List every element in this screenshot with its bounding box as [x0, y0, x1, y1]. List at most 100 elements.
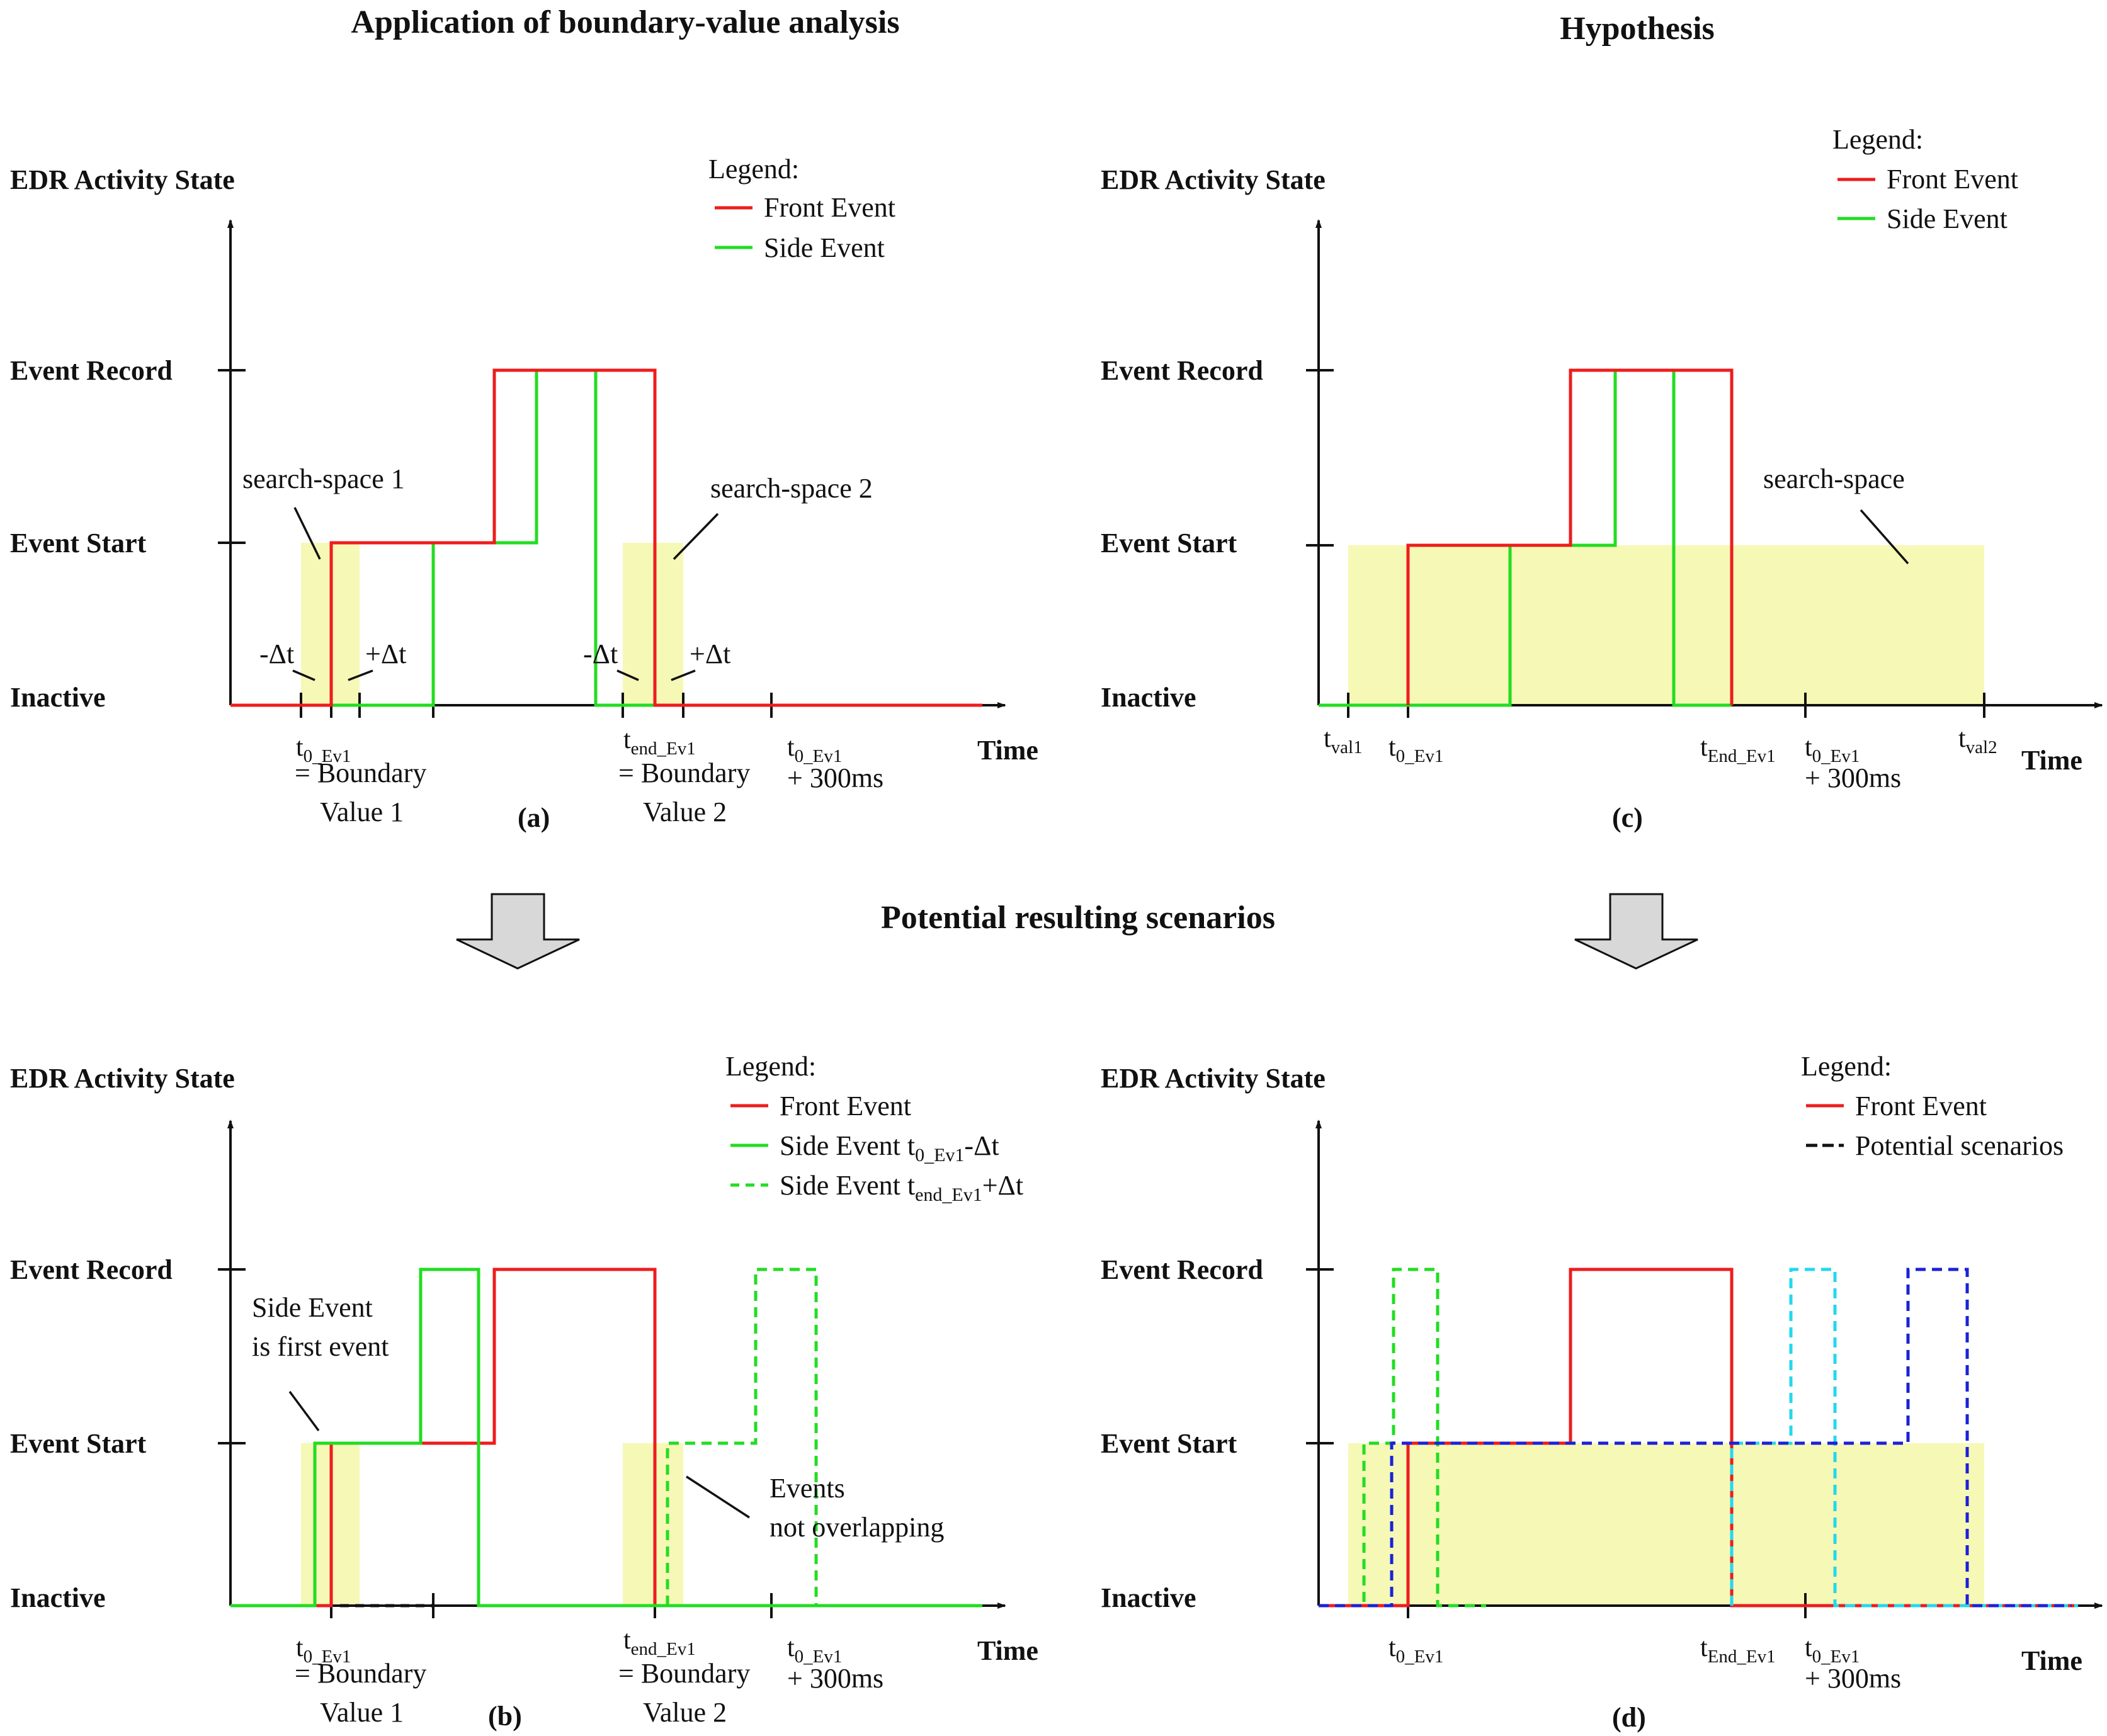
panel-label-c: (c)	[1612, 802, 1643, 833]
down-arrow-left-icon	[456, 893, 580, 970]
tval1-label: tval1	[1324, 724, 1363, 757]
tend-sub: end_Ev1	[631, 739, 696, 759]
value-2-label: Value 2	[643, 797, 727, 827]
t0-base: t	[1389, 733, 1396, 762]
y-axis-title: EDR Activity State	[10, 1063, 235, 1094]
t0-label: t0_Ev1	[296, 1633, 351, 1667]
boundary-2-label: = Boundary	[618, 757, 750, 788]
boundary-1-label: = Boundary	[295, 1658, 426, 1689]
plus-300-label: + 300ms	[787, 763, 883, 793]
legend-side-early-label: Side Event t0_Ev1-Δt	[780, 1130, 999, 1166]
legend-front-label: Front Event	[764, 192, 895, 223]
x-axis-title: Time	[2021, 745, 2082, 776]
plus-dt-2-label: +Δt	[690, 638, 730, 669]
heading-hypothesis: Hypothesis	[1560, 11, 1715, 47]
legend-front-label: Front Event	[780, 1091, 911, 1121]
side-event-early-line	[230, 1268, 982, 1608]
scenario-green-dashed-line	[1319, 1268, 1486, 1608]
t0-300-label: t0_Ev1	[787, 733, 842, 766]
t0-300-sub: 0_Ev1	[1812, 1647, 1860, 1667]
tend-label: tend_Ev1	[623, 1626, 696, 1659]
t0-300-label: t0_Ev1	[1805, 733, 1860, 766]
plus-300-label: + 300ms	[1805, 1663, 1901, 1694]
side-event-line	[230, 368, 655, 707]
minus-dt-1-label: -Δt	[259, 638, 294, 669]
t0-sub: 0_Ev1	[304, 1647, 351, 1667]
t0-label: t0_Ev1	[1389, 733, 1443, 766]
y-axis-title: EDR Activity State	[10, 164, 235, 195]
t0-300-base: t	[787, 733, 795, 762]
state-label-event-record: Event Record	[10, 1254, 173, 1285]
plus-300-label: + 300ms	[787, 1663, 883, 1694]
legend-side-label: Side Event	[764, 232, 885, 263]
state-label-inactive: Inactive	[1101, 1582, 1196, 1613]
panel-c: EDR Activity State Event Record Event St…	[1101, 124, 2103, 833]
t0-label: t0_Ev1	[296, 733, 351, 766]
heading-boundary-value-analysis: Application of boundary-value analysis	[351, 4, 899, 40]
plus-dt-1-label: +Δt	[365, 638, 406, 669]
t0-300-sub: 0_Ev1	[1812, 746, 1860, 766]
legend-title: Legend:	[1801, 1051, 1892, 1082]
search-space-1-label: search-space 1	[242, 463, 405, 494]
legend-side-late-sub: end_Ev1	[915, 1184, 982, 1205]
plus-300-label: + 300ms	[1805, 763, 1901, 793]
plus-dt-1-leader	[348, 669, 373, 681]
state-label-event-record: Event Record	[1101, 1254, 1263, 1285]
legend-scenarios-label: Potential scenarios	[1855, 1130, 2064, 1161]
tval2-base: t	[1958, 724, 1966, 753]
search-space-label: search-space	[1763, 463, 1905, 494]
legend-side-late-label: Side Event tend_Ev1+Δt	[780, 1170, 1023, 1205]
t0-300-sub: 0_Ev1	[795, 1647, 843, 1667]
legend-title: Legend:	[708, 154, 799, 184]
search-space-2-region	[623, 1443, 683, 1606]
tend-sub: end_Ev1	[631, 1639, 696, 1659]
value-1-label: Value 1	[320, 1697, 404, 1728]
boundary-1-label: = Boundary	[295, 757, 426, 788]
note-side-first-line2: is first event	[252, 1331, 389, 1362]
tend-base: t	[623, 725, 631, 754]
tend-sub: End_Ev1	[1708, 1647, 1776, 1667]
down-arrow-right-icon	[1574, 893, 1698, 970]
panel-b: EDR Activity State Event Record Event St…	[10, 1051, 1038, 1732]
heading-potential-scenarios: Potential resulting scenarios	[881, 900, 1275, 936]
t0-300-base: t	[787, 1633, 795, 1662]
y-axis-title: EDR Activity State	[1101, 1063, 1326, 1094]
x-axis-title: Time	[2021, 1645, 2082, 1676]
state-label-inactive: Inactive	[1101, 682, 1196, 713]
tval1-base: t	[1324, 724, 1331, 753]
t0-300-label: t0_Ev1	[1805, 1633, 1860, 1667]
legend-side-late-pre: Side Event t	[780, 1170, 915, 1201]
panel-label-a: (a)	[518, 802, 550, 833]
tend-base: t	[1700, 733, 1708, 762]
legend-side-early-sub: 0_Ev1	[915, 1145, 964, 1166]
state-label-event-start: Event Start	[1101, 528, 1237, 559]
minus-dt-1-leader	[292, 669, 315, 681]
search-space-2-region	[623, 543, 683, 705]
search-space-region	[1348, 545, 1984, 705]
search-space-1-leader	[293, 507, 321, 560]
scenario-cyan-dashed-line	[1730, 1268, 2078, 1608]
search-space-2-leader	[673, 513, 719, 560]
panel-d: EDR Activity State Event Record Event St…	[1101, 1051, 2103, 1733]
tval2-sub: val2	[1966, 737, 1997, 757]
front-event-line	[230, 1268, 657, 1608]
t0-300-base: t	[1805, 733, 1812, 762]
value-2-label: Value 2	[643, 1697, 727, 1728]
tend-label: tend_Ev1	[623, 725, 696, 759]
note-not-overlapping-line1: Events	[770, 1473, 845, 1504]
t0-sub: 0_Ev1	[1396, 1647, 1444, 1667]
legend-front-label: Front Event	[1855, 1091, 1987, 1121]
state-label-inactive: Inactive	[10, 682, 106, 713]
search-space-region	[1348, 1443, 1984, 1606]
legend-side-early-pre: Side Event t	[780, 1130, 915, 1161]
t0-300-sub: 0_Ev1	[795, 746, 843, 766]
tend-label: tEnd_Ev1	[1700, 1633, 1776, 1667]
legend-title: Legend:	[725, 1051, 816, 1082]
state-label-inactive: Inactive	[10, 1582, 106, 1613]
legend-title: Legend:	[1832, 124, 1923, 155]
front-event-line	[1406, 368, 1734, 705]
tend-label: tEnd_Ev1	[1700, 733, 1776, 766]
x-axis-title: Time	[977, 735, 1038, 766]
value-1-label: Value 1	[320, 797, 404, 827]
side-event-line	[1319, 368, 1732, 707]
